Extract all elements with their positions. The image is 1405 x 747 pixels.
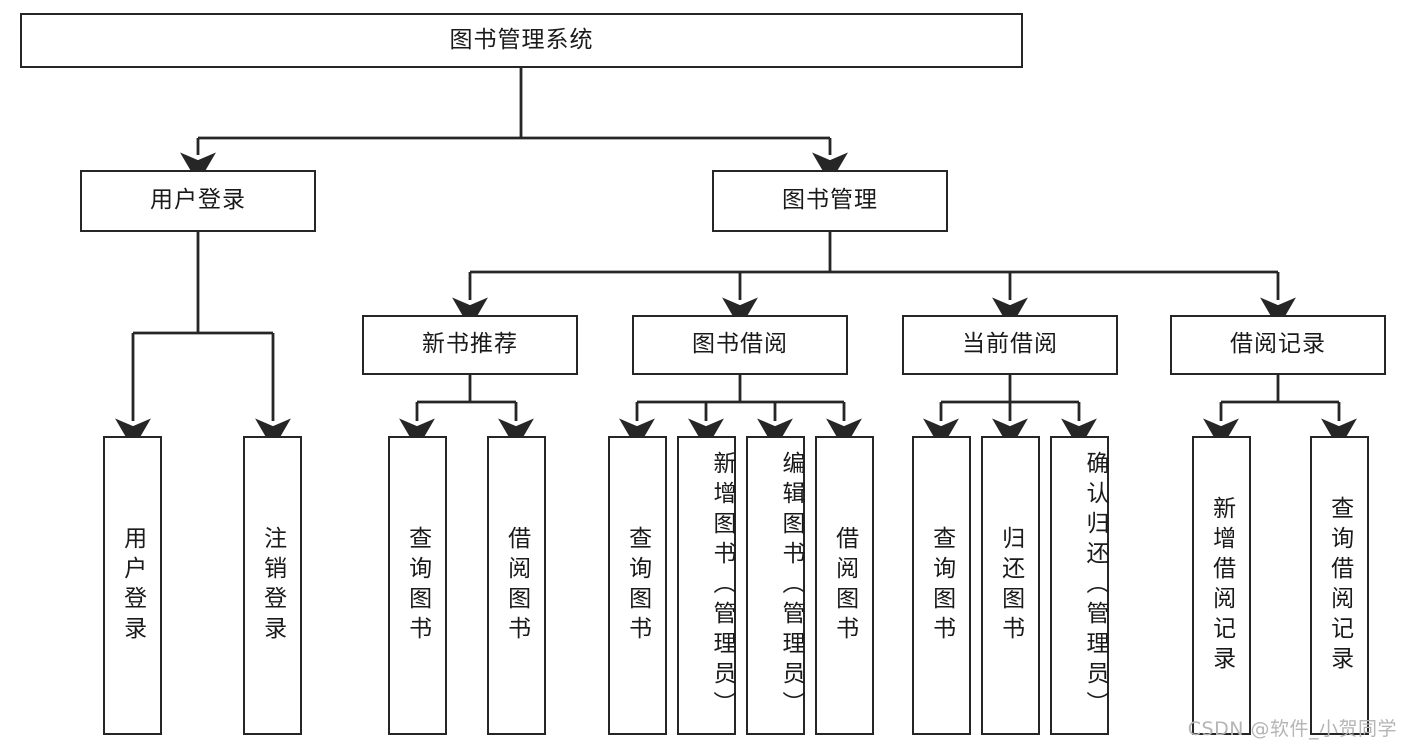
node-leaf-rec-query-book-label: 查询图书 — [404, 525, 431, 646]
node-leaf-user-logout[interactable]: 注销登录 — [243, 436, 302, 735]
node-leaf-borrow-add-book[interactable]: 新增图书（管理员） — [677, 436, 736, 735]
node-leaf-rec-borrow-book-label: 借阅图书 — [503, 525, 530, 646]
node-user-login-label: 用户登录 — [150, 187, 246, 214]
node-leaf-borrow-add-book-label: 新增图书（管理员） — [709, 450, 735, 721]
node-leaf-rec-borrow-book[interactable]: 借阅图书 — [487, 436, 546, 735]
node-leaf-rec-add-record-label: 新增借阅记录 — [1208, 495, 1235, 676]
node-leaf-borrow-query-book-label: 查询图书 — [624, 525, 651, 646]
node-borrow-record-label: 借阅记录 — [1230, 331, 1326, 358]
node-leaf-rec-add-record[interactable]: 新增借阅记录 — [1192, 436, 1251, 735]
node-leaf-borrow-edit-book[interactable]: 编辑图书（管理员） — [746, 436, 805, 735]
node-leaf-user-logout-label: 注销登录 — [259, 525, 286, 646]
node-root[interactable]: 图书管理系统 — [20, 13, 1023, 68]
node-borrow-record[interactable]: 借阅记录 — [1170, 315, 1386, 375]
node-leaf-user-login-label: 用户登录 — [119, 525, 146, 646]
node-new-book-rec-label: 新书推荐 — [422, 331, 518, 358]
node-leaf-borrow-lend-book[interactable]: 借阅图书 — [815, 436, 874, 735]
node-leaf-rec-query-record-label: 查询借阅记录 — [1326, 495, 1353, 676]
node-book-borrow-label: 图书借阅 — [692, 331, 788, 358]
node-leaf-user-login[interactable]: 用户登录 — [103, 436, 162, 735]
node-leaf-cur-query-book[interactable]: 查询图书 — [912, 436, 971, 735]
node-book-manage[interactable]: 图书管理 — [712, 170, 948, 232]
node-book-manage-label: 图书管理 — [782, 187, 878, 214]
node-leaf-cur-return-book-label: 归还图书 — [997, 525, 1024, 646]
node-leaf-cur-query-book-label: 查询图书 — [928, 525, 955, 646]
node-leaf-cur-confirm-return-label: 确认归还（管理员） — [1082, 450, 1108, 721]
node-leaf-borrow-query-book[interactable]: 查询图书 — [608, 436, 667, 735]
node-leaf-rec-query-record[interactable]: 查询借阅记录 — [1310, 436, 1369, 735]
node-user-login[interactable]: 用户登录 — [80, 170, 316, 232]
node-current-borrow[interactable]: 当前借阅 — [902, 315, 1118, 375]
node-leaf-rec-query-book[interactable]: 查询图书 — [388, 436, 447, 735]
node-leaf-cur-confirm-return[interactable]: 确认归还（管理员） — [1050, 436, 1109, 735]
node-leaf-cur-return-book[interactable]: 归还图书 — [981, 436, 1040, 735]
node-leaf-borrow-lend-book-label: 借阅图书 — [831, 525, 858, 646]
node-book-borrow[interactable]: 图书借阅 — [632, 315, 848, 375]
node-current-borrow-label: 当前借阅 — [962, 331, 1058, 358]
node-leaf-borrow-edit-book-label: 编辑图书（管理员） — [778, 450, 804, 721]
node-root-label: 图书管理系统 — [449, 26, 594, 53]
node-new-book-rec[interactable]: 新书推荐 — [362, 315, 578, 375]
